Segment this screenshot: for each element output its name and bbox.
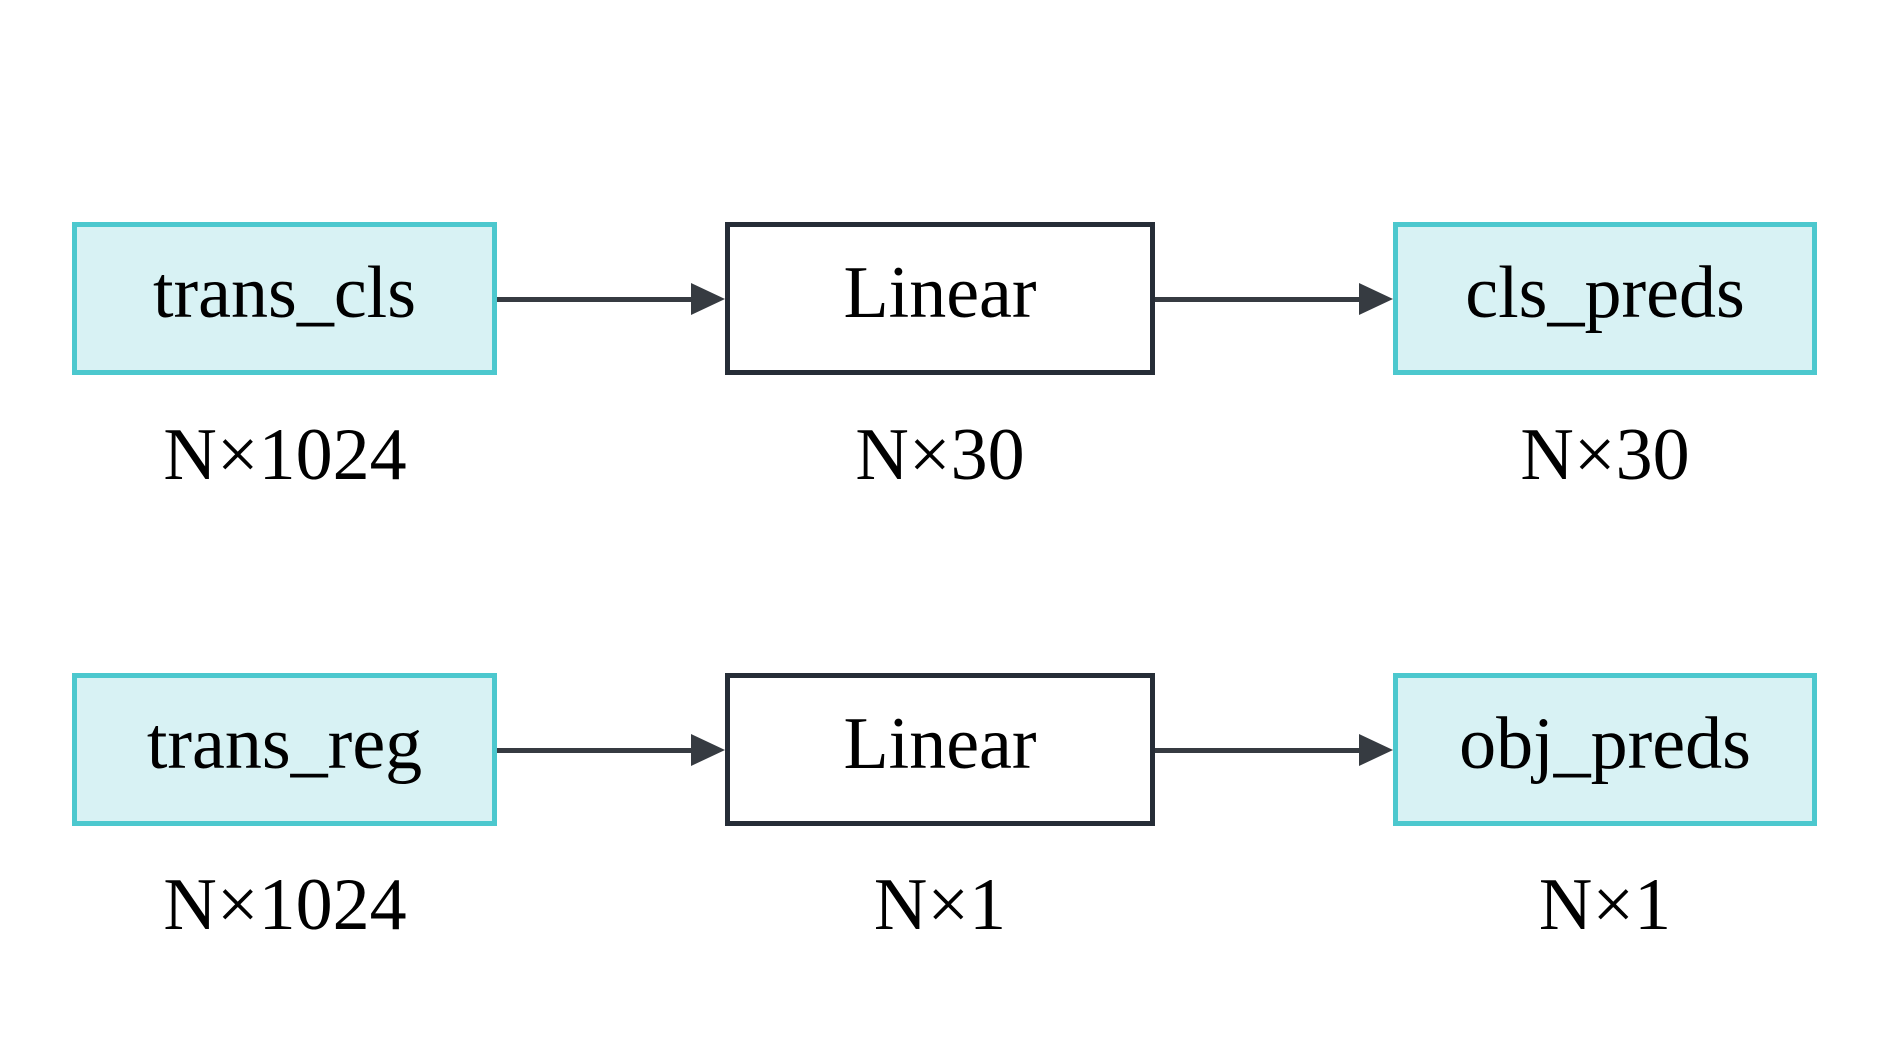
arrow-connector — [1155, 283, 1393, 315]
node-label: cls_preds — [1465, 251, 1745, 334]
arrowhead-icon — [1359, 283, 1393, 315]
dim-label-linear-cls: N×30 — [855, 414, 1025, 496]
node-trans-reg: trans_reg — [72, 673, 497, 826]
arrow-connector — [1155, 734, 1393, 766]
arrow-shaft — [1155, 748, 1361, 753]
arrow-connector — [497, 283, 725, 315]
arrowhead-icon — [691, 283, 725, 315]
node-linear-reg: Linear — [725, 673, 1155, 826]
node-linear-cls: Linear — [725, 222, 1155, 375]
node-label: obj_preds — [1459, 702, 1751, 785]
arrow-shaft — [1155, 297, 1361, 302]
arrowhead-icon — [691, 734, 725, 766]
node-obj-preds: obj_preds — [1393, 673, 1817, 826]
node-label: Linear — [843, 702, 1037, 785]
node-label: Linear — [843, 251, 1037, 334]
dim-label-trans-cls: N×1024 — [163, 414, 407, 496]
dim-label-cls-preds: N×30 — [1520, 414, 1690, 496]
dim-label-obj-preds: N×1 — [1538, 864, 1672, 946]
node-cls-preds: cls_preds — [1393, 222, 1817, 375]
arrow-shaft — [497, 297, 693, 302]
dim-label-trans-reg: N×1024 — [163, 864, 407, 946]
node-label: trans_cls — [152, 251, 417, 334]
node-trans-cls: trans_cls — [72, 222, 497, 375]
node-label: trans_reg — [146, 702, 423, 785]
arrowhead-icon — [1359, 734, 1393, 766]
arrow-shaft — [497, 748, 693, 753]
dim-label-linear-reg: N×1 — [873, 864, 1007, 946]
arrow-connector — [497, 734, 725, 766]
